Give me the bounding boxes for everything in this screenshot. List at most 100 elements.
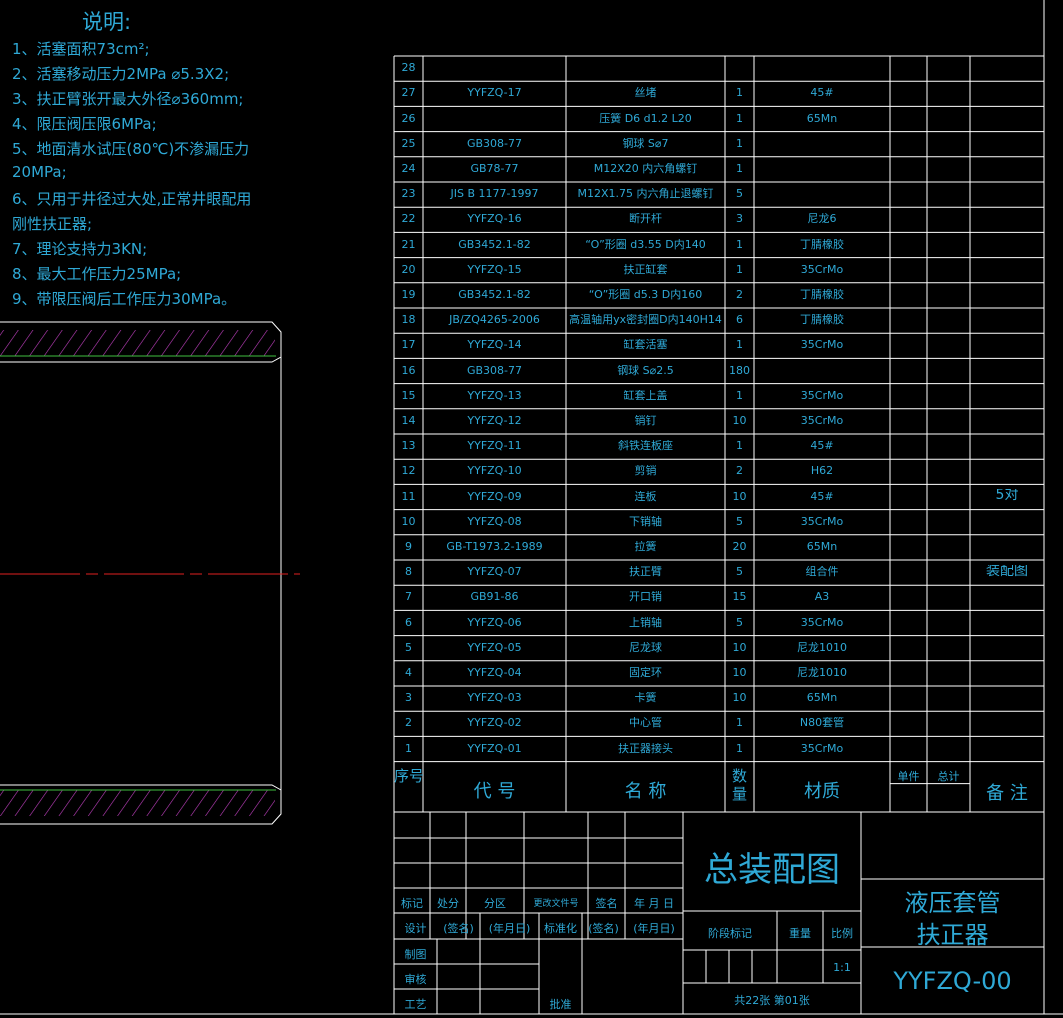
bom-cell-no: 11 (401, 490, 416, 503)
bom-cell-code: GB308-77 (466, 137, 523, 150)
bom-cell-qty: 1 (736, 137, 743, 150)
bom-cell-name: 固定环 (629, 666, 662, 679)
bom-cell-qty: 10 (732, 641, 747, 654)
bom-cell-name: 断开杆 (629, 213, 662, 226)
bom-cell-code: YYFZQ-03 (467, 692, 522, 705)
bom-cell-no: 3 (405, 692, 412, 705)
bom-cell-qty: 10 (732, 414, 747, 427)
bom-cell-material: 35CrMo (800, 414, 844, 427)
bom-cell-code: YYFZQ-09 (467, 490, 522, 503)
bom-cell-material: A3 (814, 591, 830, 604)
bom-cell-code: YYFZQ-17 (467, 87, 522, 100)
header-material: 材质 (804, 781, 840, 802)
header-total-weight: 总计 (937, 770, 960, 783)
bom-cell-name: 扶正缸套 (623, 263, 668, 276)
bom-cell-qty: 20 (732, 540, 747, 553)
bom-cell-name: 下销轴 (629, 515, 662, 528)
bom-cell-qty: 1 (736, 339, 743, 352)
bom-cell-no: 24 (401, 162, 416, 175)
bom-cell-material: 丁腈橡胶 (800, 288, 844, 301)
bom-cell-material: 35CrMo (800, 263, 844, 276)
rev-label-doc: 更改文件号 (533, 899, 579, 909)
bom-cell-name: 剪销 (634, 465, 657, 478)
bom-cell-code: JIS B 1177-1997 (450, 188, 539, 201)
drawing-number: YYFZQ-00 (893, 967, 1012, 995)
bom-cell-qty: 180 (729, 364, 750, 377)
approve-label: 批准 (549, 998, 572, 1011)
rev-label-date: 年 月 日 (634, 897, 674, 910)
bom-cell-no: 10 (401, 515, 416, 528)
bom-cell-name: 钢球 S⌀7 (622, 137, 669, 150)
scale-label: 比例 (831, 927, 853, 940)
draw-label: 制图 (404, 948, 427, 961)
bom-cell-qty: 10 (732, 692, 747, 705)
pipe-outline-top (0, 321, 282, 363)
drawing-title: 总装配图 (704, 850, 840, 890)
standardize-sign: (签名) (588, 922, 619, 935)
bom-cell-no: 21 (401, 238, 416, 251)
bom-cell-code: YYFZQ-06 (467, 616, 522, 629)
bom-cell-name: 尼龙球 (629, 641, 662, 654)
notes-title: 说明: (82, 10, 132, 34)
bom-cell-material: H62 (810, 465, 834, 478)
bom-cell-code: YYFZQ-11 (467, 440, 522, 453)
bom-cell-qty: 10 (732, 666, 747, 679)
bom-cell-no: 27 (401, 87, 416, 100)
bom-cell-no: 12 (401, 465, 416, 478)
scale-value: 1:1 (833, 961, 851, 974)
header-code: 代 号 (473, 781, 516, 802)
bom-cell-material: 35CrMo (800, 616, 844, 629)
pipe-outline-bottom (0, 784, 282, 825)
bom-cell-material: 尼龙6 (807, 213, 837, 226)
header-note: 备 注 (986, 783, 1028, 804)
header-name: 名 称 (624, 781, 667, 802)
bom-cell-code: YYFZQ-15 (467, 263, 522, 276)
bom-cell-qty: 3 (736, 213, 743, 226)
bom-cell-qty: 1 (736, 717, 743, 730)
bom-cell-name: 开口销 (629, 591, 662, 604)
bom-table-grid (393, 55, 1045, 813)
bom-cell-code: YYFZQ-14 (467, 339, 522, 352)
note-line: 刚性扶正器; (12, 215, 93, 233)
bom-cell-material: 35CrMo (800, 515, 844, 528)
bom-cell-code: GB78-77 (470, 162, 519, 175)
bom-cell-qty: 6 (736, 314, 743, 327)
bom-cell-no: 7 (405, 591, 412, 604)
bom-cell-name: 斜铁连板座 (618, 440, 673, 453)
note-line: 1、活塞面积73cm²; (12, 40, 150, 58)
bom-cell-no: 9 (405, 540, 412, 553)
bom-cell-no: 14 (401, 414, 416, 427)
bom-cell-no: 18 (401, 314, 416, 327)
bom-cell-name: 扶正臂 (629, 566, 662, 579)
rev-label-count: 处分 (437, 897, 459, 910)
bom-cell-code: YYFZQ-02 (467, 717, 522, 730)
bom-cell-no: 6 (405, 616, 412, 629)
header-unit-weight: 单件 (897, 770, 920, 783)
bom-cell-material: 45# (810, 440, 834, 453)
bom-cell-name: 拉簧 (634, 540, 657, 553)
bom-cell-note: 装配图 (986, 564, 1028, 577)
bom-cell-material: 35CrMo (800, 742, 844, 755)
bom-cell-name: 扶正器接头 (618, 742, 673, 755)
bom-cell-qty: 1 (736, 87, 743, 100)
bom-cell-code: GB3452.1-82 (458, 238, 531, 251)
bom-cell-code: YYFZQ-10 (467, 465, 522, 478)
bom-cell-code: YYFZQ-16 (467, 213, 522, 226)
bom-cell-no: 5 (405, 641, 412, 654)
bom-cell-material: 尼龙1010 (797, 666, 847, 679)
bom-cell-no: 23 (401, 188, 416, 201)
bom-cell-qty: 1 (736, 389, 743, 402)
bom-cell-no: 22 (401, 213, 416, 226)
bom-cell-material: 尼龙1010 (797, 641, 847, 654)
bom-cell-code: GB91-86 (470, 591, 519, 604)
standardize-date: (年月日) (633, 922, 675, 935)
bom-cell-code: YYFZQ-08 (467, 515, 522, 528)
bom-cell-material: 45# (810, 87, 834, 100)
bom-cell-no: 25 (401, 137, 416, 150)
note-line: 20MPa; (12, 163, 67, 181)
note-line: 2、活塞移动压力2MPa ⌀5.3X2; (12, 65, 230, 83)
bom-cell-code: GB308-77 (466, 364, 523, 377)
bom-cell-qty: 2 (736, 288, 743, 301)
bom-cell-no: 2 (405, 717, 412, 730)
